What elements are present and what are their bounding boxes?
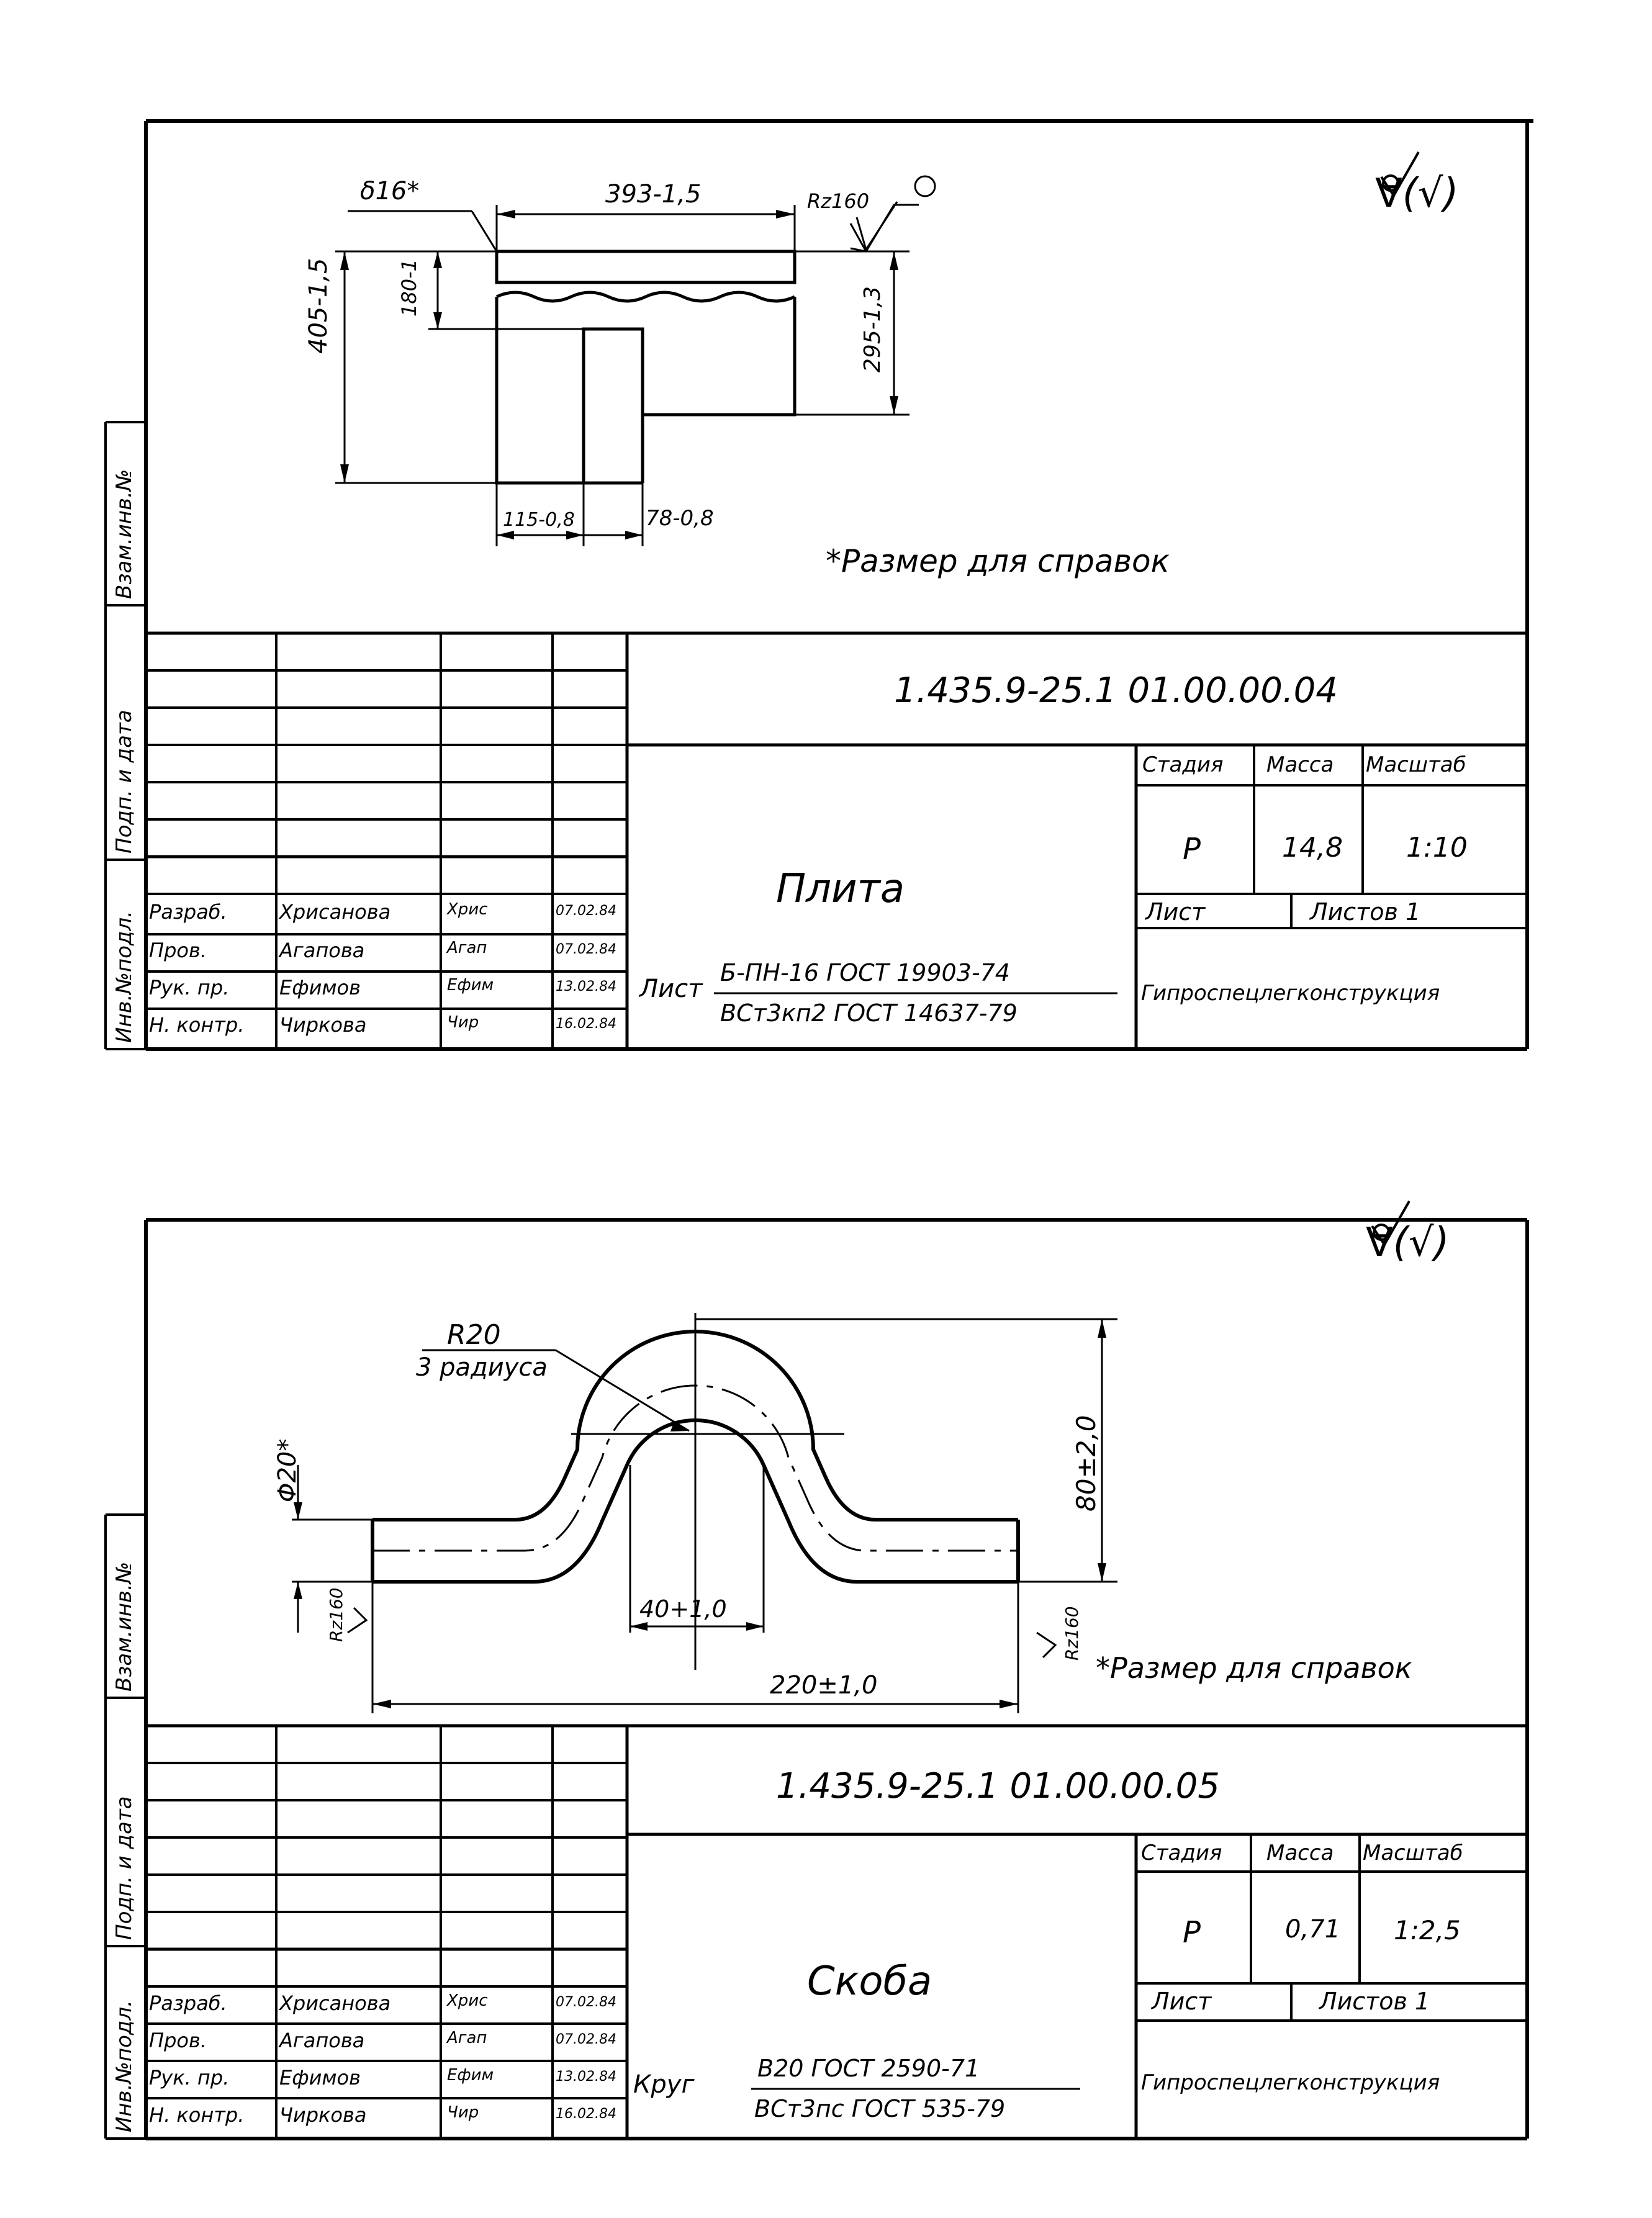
- dim-diameter: Φ20*: [273, 1438, 302, 1502]
- dim-overall-height: 405-1,5: [304, 258, 333, 354]
- value-mass: 0,71: [1285, 1915, 1341, 1944]
- sheet-label: Лист: [1152, 1988, 1212, 2015]
- dim-width: 393-1,5: [605, 180, 702, 209]
- sig-sign: Чир: [447, 2103, 479, 2122]
- sig-role: Рук. пр.: [149, 2066, 230, 2090]
- organization: Гипроспецлегконструкция: [1141, 2070, 1440, 2095]
- dim-notch-depth: 180-1: [397, 259, 421, 317]
- sheets-label: Листов 1: [1319, 1988, 1430, 2015]
- dim-radius: R20: [447, 1319, 501, 1351]
- dim-length: 220±1,0: [770, 1671, 878, 1700]
- sig-sign: Хрис: [447, 1991, 488, 2010]
- value-mass: 14,8: [1282, 832, 1343, 863]
- header-mass: Масса: [1266, 1841, 1334, 1865]
- sig-sign: Агап: [447, 939, 487, 957]
- side-label-signature-date: Подп. и дата: [112, 1796, 137, 1940]
- sig-role: Н. контр.: [149, 1013, 245, 1037]
- reference-note: *Размер для справок: [826, 543, 1170, 579]
- sig-role: Пров.: [149, 2029, 207, 2052]
- material-prefix: Лист: [639, 975, 703, 1003]
- side-label-replacement: Взам.инв.№: [112, 469, 137, 599]
- part-name: Скоба: [807, 1959, 932, 2004]
- dim-inner-width: 40+1,0: [639, 1595, 727, 1623]
- drawing-sheet-bracket: ∀(√) R20 3 радиуса Φ20* 80±2,0 40+1,0 22…: [0, 1198, 1652, 2218]
- header-stage: Стадия: [1142, 752, 1224, 777]
- sig-date: 13.02.84: [556, 2069, 616, 2085]
- sig-sign: Чир: [447, 1013, 479, 1032]
- roughness-label: Rz160: [807, 189, 870, 213]
- sig-sign: Хрис: [447, 900, 488, 919]
- sig-sign: Ефим: [447, 976, 494, 994]
- roughness-right: Rz160: [1062, 1606, 1082, 1661]
- sig-name: Чиркова: [279, 2103, 367, 2127]
- side-label-replacement: Взам.инв.№: [112, 1561, 137, 1692]
- dim-radius-count: 3 радиуса: [416, 1353, 548, 1382]
- dim-slot-width: 115-0,8: [503, 509, 575, 531]
- part-name: Плита: [776, 866, 905, 912]
- material-prefix: Круг: [633, 2070, 695, 2099]
- document-code: 1.435.9-25.1 01.00.00.05: [776, 1766, 1220, 1806]
- roughness-symbol: ∀(√): [1375, 171, 1459, 217]
- header-scale: Масштаб: [1366, 752, 1466, 777]
- reference-note: *Размер для справок: [1096, 1651, 1412, 1685]
- sig-date: 07.02.84: [556, 903, 616, 919]
- sig-role: Рук. пр.: [149, 976, 230, 999]
- sig-date: 07.02.84: [556, 2032, 616, 2047]
- bracket-drawing-lines: [104, 1201, 1529, 2140]
- roughness-left: Rz160: [326, 1587, 346, 1642]
- sig-date: 07.02.84: [556, 1995, 616, 2010]
- sig-role: Разраб.: [149, 900, 227, 924]
- side-label-inventory: Инв.№подл.: [112, 911, 137, 1043]
- sheets-label: Листов 1: [1310, 898, 1421, 926]
- material-top: В20 ГОСТ 2590-71: [757, 2055, 980, 2082]
- sig-name: Хрисанова: [279, 900, 391, 924]
- sig-sign: Ефим: [447, 2066, 494, 2085]
- material-bottom: ВСт3кп2 ГОСТ 14637-79: [720, 999, 1018, 1027]
- roughness-symbol: ∀(√): [1366, 1220, 1450, 1266]
- sig-name: Ефимов: [279, 976, 361, 999]
- sig-name: Ефимов: [279, 2066, 361, 2090]
- sig-date: 07.02.84: [556, 942, 616, 957]
- value-scale: 1:10: [1406, 832, 1468, 863]
- sig-name: Хрисанова: [279, 1991, 391, 2015]
- material-top: Б-ПН-16 ГОСТ 19903-74: [720, 959, 1010, 986]
- sig-role: Разраб.: [149, 1991, 227, 2015]
- sig-name: Агапова: [279, 939, 365, 962]
- document-code: 1.435.9-25.1 01.00.00.04: [894, 670, 1338, 711]
- side-label-signature-date: Подп. и дата: [112, 710, 137, 854]
- sig-date: 16.02.84: [556, 2106, 616, 2122]
- material-bottom: ВСт3пс ГОСТ 535-79: [754, 2095, 1006, 2122]
- sheet-label: Лист: [1145, 898, 1206, 926]
- header-mass: Масса: [1266, 752, 1334, 777]
- value-stage: Р: [1183, 832, 1201, 867]
- dim-thickness: δ16*: [360, 177, 420, 205]
- dim-tab-width: 78-0,8: [646, 506, 714, 531]
- sig-date: 16.02.84: [556, 1016, 616, 1032]
- sig-sign: Агап: [447, 2029, 487, 2047]
- drawing-sheet-plate: ∀(√) δ16* 393-1,5 Rz160 405-1,5 180-1 29…: [0, 0, 1652, 1093]
- value-stage: Р: [1183, 1915, 1201, 1950]
- sig-name: Чиркова: [279, 1013, 367, 1037]
- sig-role: Пров.: [149, 939, 207, 962]
- header-scale: Масштаб: [1363, 1841, 1463, 1865]
- sig-name: Агапова: [279, 2029, 365, 2052]
- value-scale: 1:2,5: [1394, 1915, 1461, 1945]
- dim-height: 80±2,0: [1071, 1415, 1101, 1512]
- side-label-inventory: Инв.№подл.: [112, 2000, 137, 2132]
- sig-role: Н. контр.: [149, 2103, 245, 2127]
- header-stage: Стадия: [1141, 1841, 1222, 1865]
- dim-right-height: 295-1,3: [860, 286, 885, 372]
- sig-date: 13.02.84: [556, 979, 616, 994]
- organization: Гипроспецлегконструкция: [1141, 981, 1440, 1006]
- plate-drawing-lines: [104, 119, 1533, 1051]
